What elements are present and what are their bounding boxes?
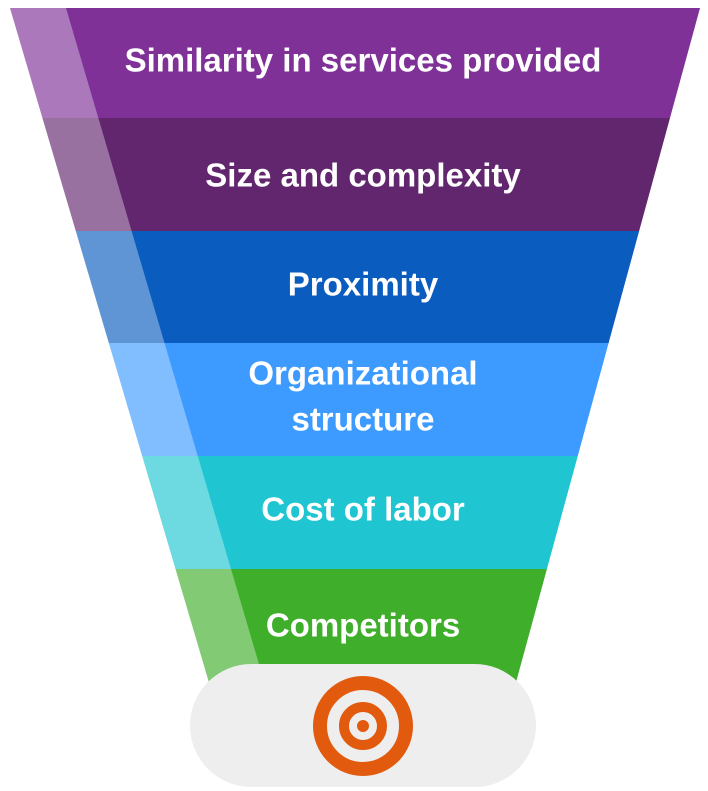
funnel-stage-5 [142,456,578,569]
funnel-stage-3 [75,231,640,343]
target-inner-ring [339,702,387,750]
target-bullseye [357,720,369,732]
funnel-stage-1-label: Similarity in services provided [125,42,602,79]
target-outer-ring [313,676,413,776]
funnel-stage-2-label: Size and complexity [205,157,521,194]
funnel-stage-4 [108,343,609,456]
funnel-stage-4-label: Organizational [248,355,477,392]
funnel-stage-4-label: structure [291,401,434,438]
funnel-stage-6-label: Competitors [266,607,460,644]
funnel-stage-3-label: Proximity [288,266,439,303]
funnel-highlight-stripe [10,8,266,688]
funnel-stages [10,8,700,686]
funnel-stage-2 [42,118,670,231]
target-area [190,664,536,787]
funnel-stage-6 [175,569,547,686]
funnel-stage-1 [10,8,700,118]
funnel-stage-5-label: Cost of labor [261,491,465,528]
target-icon [313,676,413,776]
